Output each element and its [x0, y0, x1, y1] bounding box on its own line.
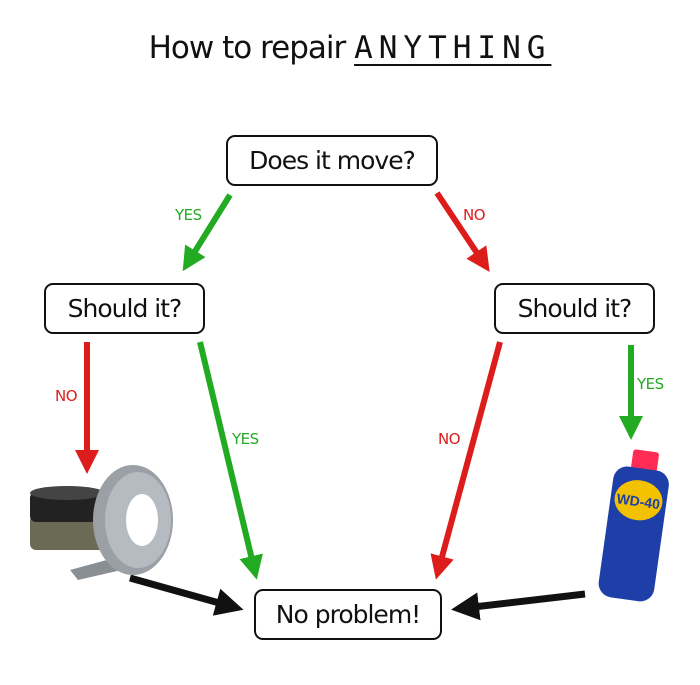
label-left-end: YES	[232, 430, 259, 448]
diagram-title: How to repair ANYTHING	[0, 30, 700, 66]
title-prefix: How to repair	[148, 30, 347, 66]
node-should-it-right: Should it?	[494, 283, 655, 334]
title-emphasis: ANYTHING	[354, 30, 552, 66]
node-label: Should it?	[517, 294, 633, 323]
wd40-can-image: WD-40	[598, 449, 669, 602]
arrow-start-right	[434, 191, 490, 272]
arrow-left-end	[197, 341, 263, 580]
arrow-start-left	[182, 193, 233, 272]
node-should-it-left: Should it?	[44, 283, 205, 334]
label-right-wd40: YES	[637, 375, 664, 393]
arrow-tape-end	[129, 574, 244, 616]
label-start-right: NO	[463, 206, 486, 224]
label-right-end: NO	[438, 430, 461, 448]
duct-tape-image	[30, 465, 173, 580]
node-no-problem: No problem!	[254, 589, 442, 640]
arrow-right-end	[430, 341, 503, 580]
wd40-logo: WD-40	[616, 490, 662, 512]
node-label: Does it move?	[249, 146, 416, 175]
node-does-it-move: Does it move?	[226, 135, 438, 186]
label-start-left: YES	[175, 206, 202, 224]
node-label: No problem!	[275, 600, 421, 629]
node-label: Should it?	[67, 294, 183, 323]
label-left-tape: NO	[55, 387, 78, 405]
arrow-wd40-end	[451, 590, 586, 621]
